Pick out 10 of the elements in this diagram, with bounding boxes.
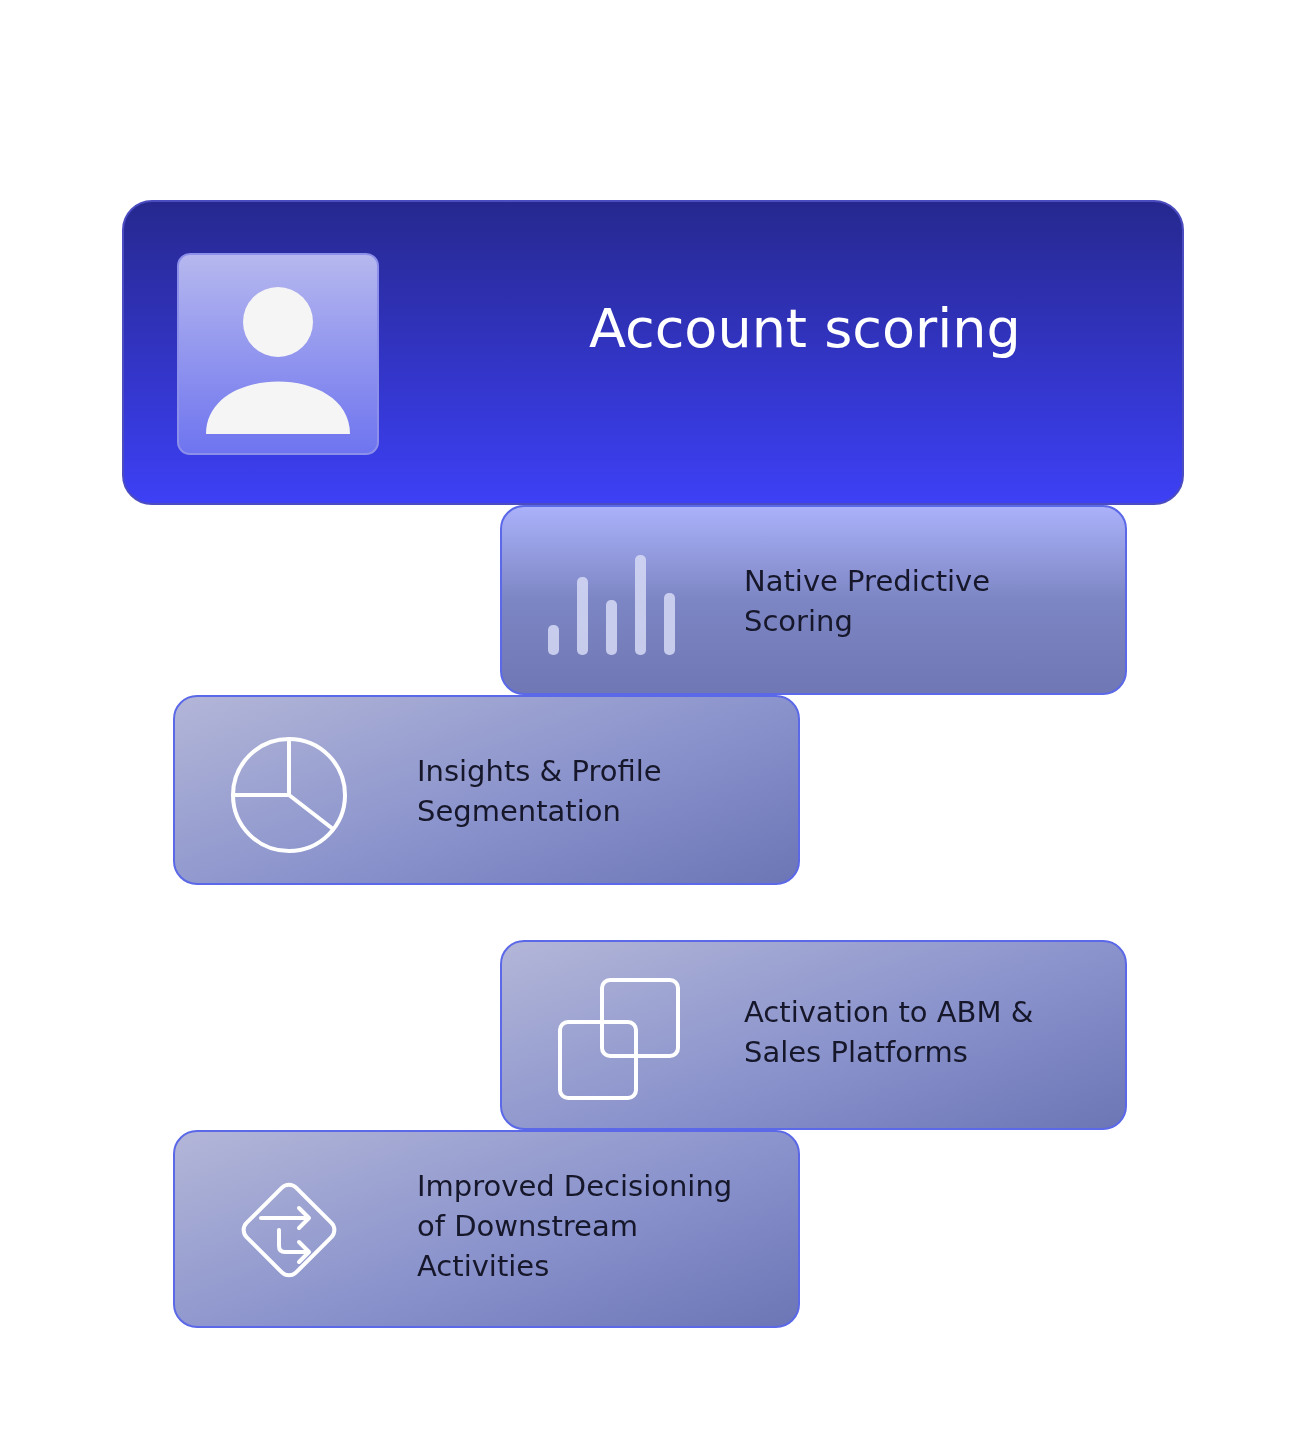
- feature-label: Native Predictive Scoring: [744, 563, 992, 640]
- feature-card: [500, 940, 1127, 1130]
- feature-label: Activation to ABM & Sales Platforms: [744, 994, 1035, 1071]
- feature-card: [173, 695, 800, 885]
- card-title: Account scoring: [589, 297, 1021, 360]
- feature-label: Improved Decisioning of Downstream Activities: [417, 1168, 734, 1285]
- header-card: [122, 200, 1184, 505]
- feature-card: [173, 1130, 800, 1328]
- feature-label: Insights & Profile Segmentation: [417, 753, 663, 830]
- feature-card: [500, 505, 1127, 695]
